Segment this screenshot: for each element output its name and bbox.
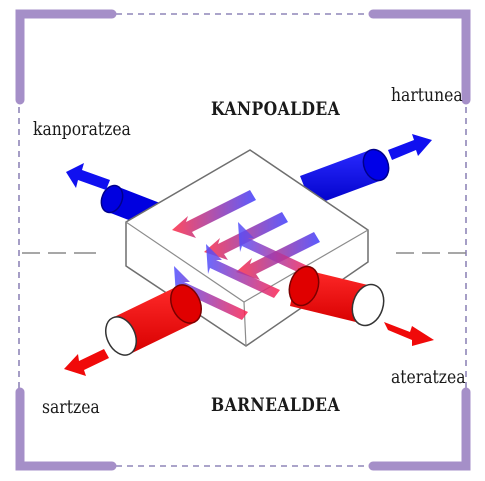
blue-duct-right — [300, 148, 390, 206]
flow-arrows-to-inside — [174, 222, 312, 320]
corner-brackets — [15, 9, 471, 471]
label-exhaust: kanporatzea — [33, 118, 131, 140]
red-duct-left — [105, 284, 202, 356]
red-duct-right — [288, 265, 385, 327]
arrow-supply-icon — [64, 349, 109, 376]
label-extract: ateratzea — [391, 366, 466, 388]
label-intake: hartunea — [391, 84, 463, 106]
label-inside: BARNEALDEA — [211, 394, 340, 416]
arrow-intake-icon — [388, 134, 432, 160]
label-outside: KANPOALDEA — [211, 98, 341, 120]
arrow-extract-icon — [384, 322, 434, 346]
label-supply: sartzea — [42, 396, 100, 418]
arrow-exhaust-icon — [66, 163, 110, 190]
